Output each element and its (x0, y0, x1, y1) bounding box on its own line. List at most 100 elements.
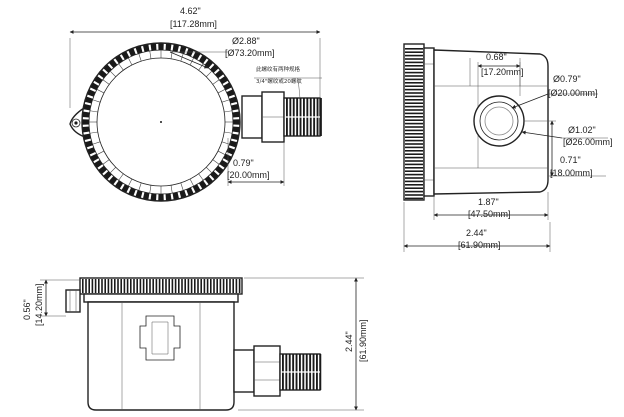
rib-line (96, 89, 105, 94)
knurl-notch (93, 159, 103, 169)
side-knurl-stripe (405, 61, 423, 64)
front-knurl-stripe (171, 279, 174, 293)
front-knurl-stripe (146, 279, 148, 293)
knurl-notch (83, 103, 91, 111)
side-knurl-stripe (405, 190, 423, 193)
rib-line (109, 167, 116, 174)
dim-line-circle-dia (169, 51, 209, 69)
front-knurl-stripe (197, 279, 199, 293)
dim-side-offset-in: 0.68" (486, 52, 507, 62)
front-knurl-stripe (194, 279, 196, 293)
top-view: 4.62" [117.28mm] Ø2.88" [Ø73.20mm] 0.79"… (69, 6, 322, 202)
rib-line (92, 99, 101, 103)
side-knurl-stripe (405, 197, 423, 200)
dim-circle-dia-in: Ø2.88" (232, 36, 260, 46)
rib-line (149, 185, 152, 194)
knurl-notch (82, 126, 90, 133)
knurl-notch (232, 111, 240, 118)
side-knurl-stripe (405, 58, 423, 60)
rib-line (212, 159, 220, 165)
thread-note-line2: 3/4"螺纹或20螺纹 (256, 77, 302, 85)
knurl-notch (142, 44, 150, 52)
rib-line (224, 110, 233, 113)
dim-port-large-mm: [Ø26.00mm] (563, 137, 613, 147)
knurl-notch (198, 180, 208, 190)
front-knurl-stripe (98, 279, 100, 293)
knurl-notch (158, 193, 164, 201)
dim-total-depth-in: 2.44" (466, 228, 487, 238)
front-knurl-stripe (187, 279, 190, 293)
front-knurl-stripe (152, 279, 154, 293)
front-knurl-stripe (222, 279, 225, 293)
knurl-notch (165, 43, 172, 51)
dim-port-small-mm: [Ø20.00mm] (548, 88, 598, 98)
front-knurl-stripe (101, 279, 103, 293)
side-knurl-stripe (405, 133, 423, 135)
dim-lid-height-in: 0.56" (22, 299, 32, 320)
outlet-nozzle (241, 91, 322, 143)
side-knurl-stripe (405, 180, 423, 183)
front-knurl-stripe (210, 279, 212, 293)
side-knurl-stripe (405, 173, 423, 176)
rib-line (217, 89, 226, 94)
front-knurl-stripe (226, 279, 228, 293)
front-knurl-stripe (94, 279, 97, 293)
knurl-notch (179, 190, 187, 199)
knurl-notch (82, 119, 90, 125)
rib-line (128, 57, 133, 66)
knurl-notch (204, 176, 214, 185)
side-knurl-stripe (405, 82, 423, 84)
knurl-notch (226, 89, 235, 97)
front-knurl-stripe (88, 279, 90, 293)
side-view: 0.68" [17.20mm] Ø0.79" [Ø20.00mm] Ø1.02"… (403, 43, 613, 252)
dim-port-height-in: 0.71" (560, 155, 581, 165)
dim-top-width-mm: [117.28mm] (170, 19, 217, 29)
front-knurl-stripe (155, 279, 158, 293)
rib-line (149, 50, 152, 59)
knurl-notch (128, 48, 136, 57)
front-knurl-stripe (126, 279, 129, 293)
front-knurl-stripe (238, 279, 241, 293)
side-knurl-stripe (405, 95, 423, 98)
rib-line (198, 63, 204, 71)
front-knurl-stripe (178, 279, 180, 293)
front-knurl-stripe (229, 279, 231, 293)
side-knurl-stripe (405, 167, 423, 169)
front-knurl-stripe (136, 279, 138, 293)
knurl-notch (87, 147, 96, 155)
dim-top-width-in: 4.62" (180, 6, 201, 16)
rib-line (189, 178, 194, 187)
rib-line (96, 150, 105, 155)
knurl-notch (232, 126, 240, 133)
front-knurl-stripe (235, 279, 238, 293)
knurl-notch (128, 187, 136, 196)
front-knurl-stripe (107, 279, 110, 293)
side-knurl-stripe (405, 75, 423, 77)
knurl-notch (158, 43, 164, 51)
side-knurl-stripe (405, 143, 423, 145)
front-knurl-stripe (130, 279, 132, 293)
thread-ridge (320, 98, 322, 136)
rib-line (138, 53, 142, 62)
side-knurl-stripe (405, 99, 423, 101)
side-knurl-stripe (405, 51, 423, 53)
front-knurl-stripe (133, 279, 135, 293)
knurl-notch (232, 119, 240, 125)
knurl-notch (83, 133, 91, 141)
thread-ridge (319, 354, 322, 390)
knurl-notch (229, 96, 238, 104)
front-knurl-stripe (114, 279, 116, 293)
knurl-notch (108, 176, 118, 185)
rib-line (128, 178, 133, 187)
front-knurl-stripe (85, 279, 87, 293)
side-knurl-stripe (405, 54, 423, 57)
front-knurl-stripe (213, 279, 215, 293)
rib-line (198, 173, 204, 181)
dim-line-port-large (521, 130, 563, 139)
knurl-notch (93, 75, 103, 85)
front-knurl-stripe (117, 279, 119, 293)
side-knurl-stripe (405, 48, 423, 50)
dim-body-depth-mm: [47.50mm] (468, 209, 511, 219)
knurl-notch (226, 147, 235, 155)
